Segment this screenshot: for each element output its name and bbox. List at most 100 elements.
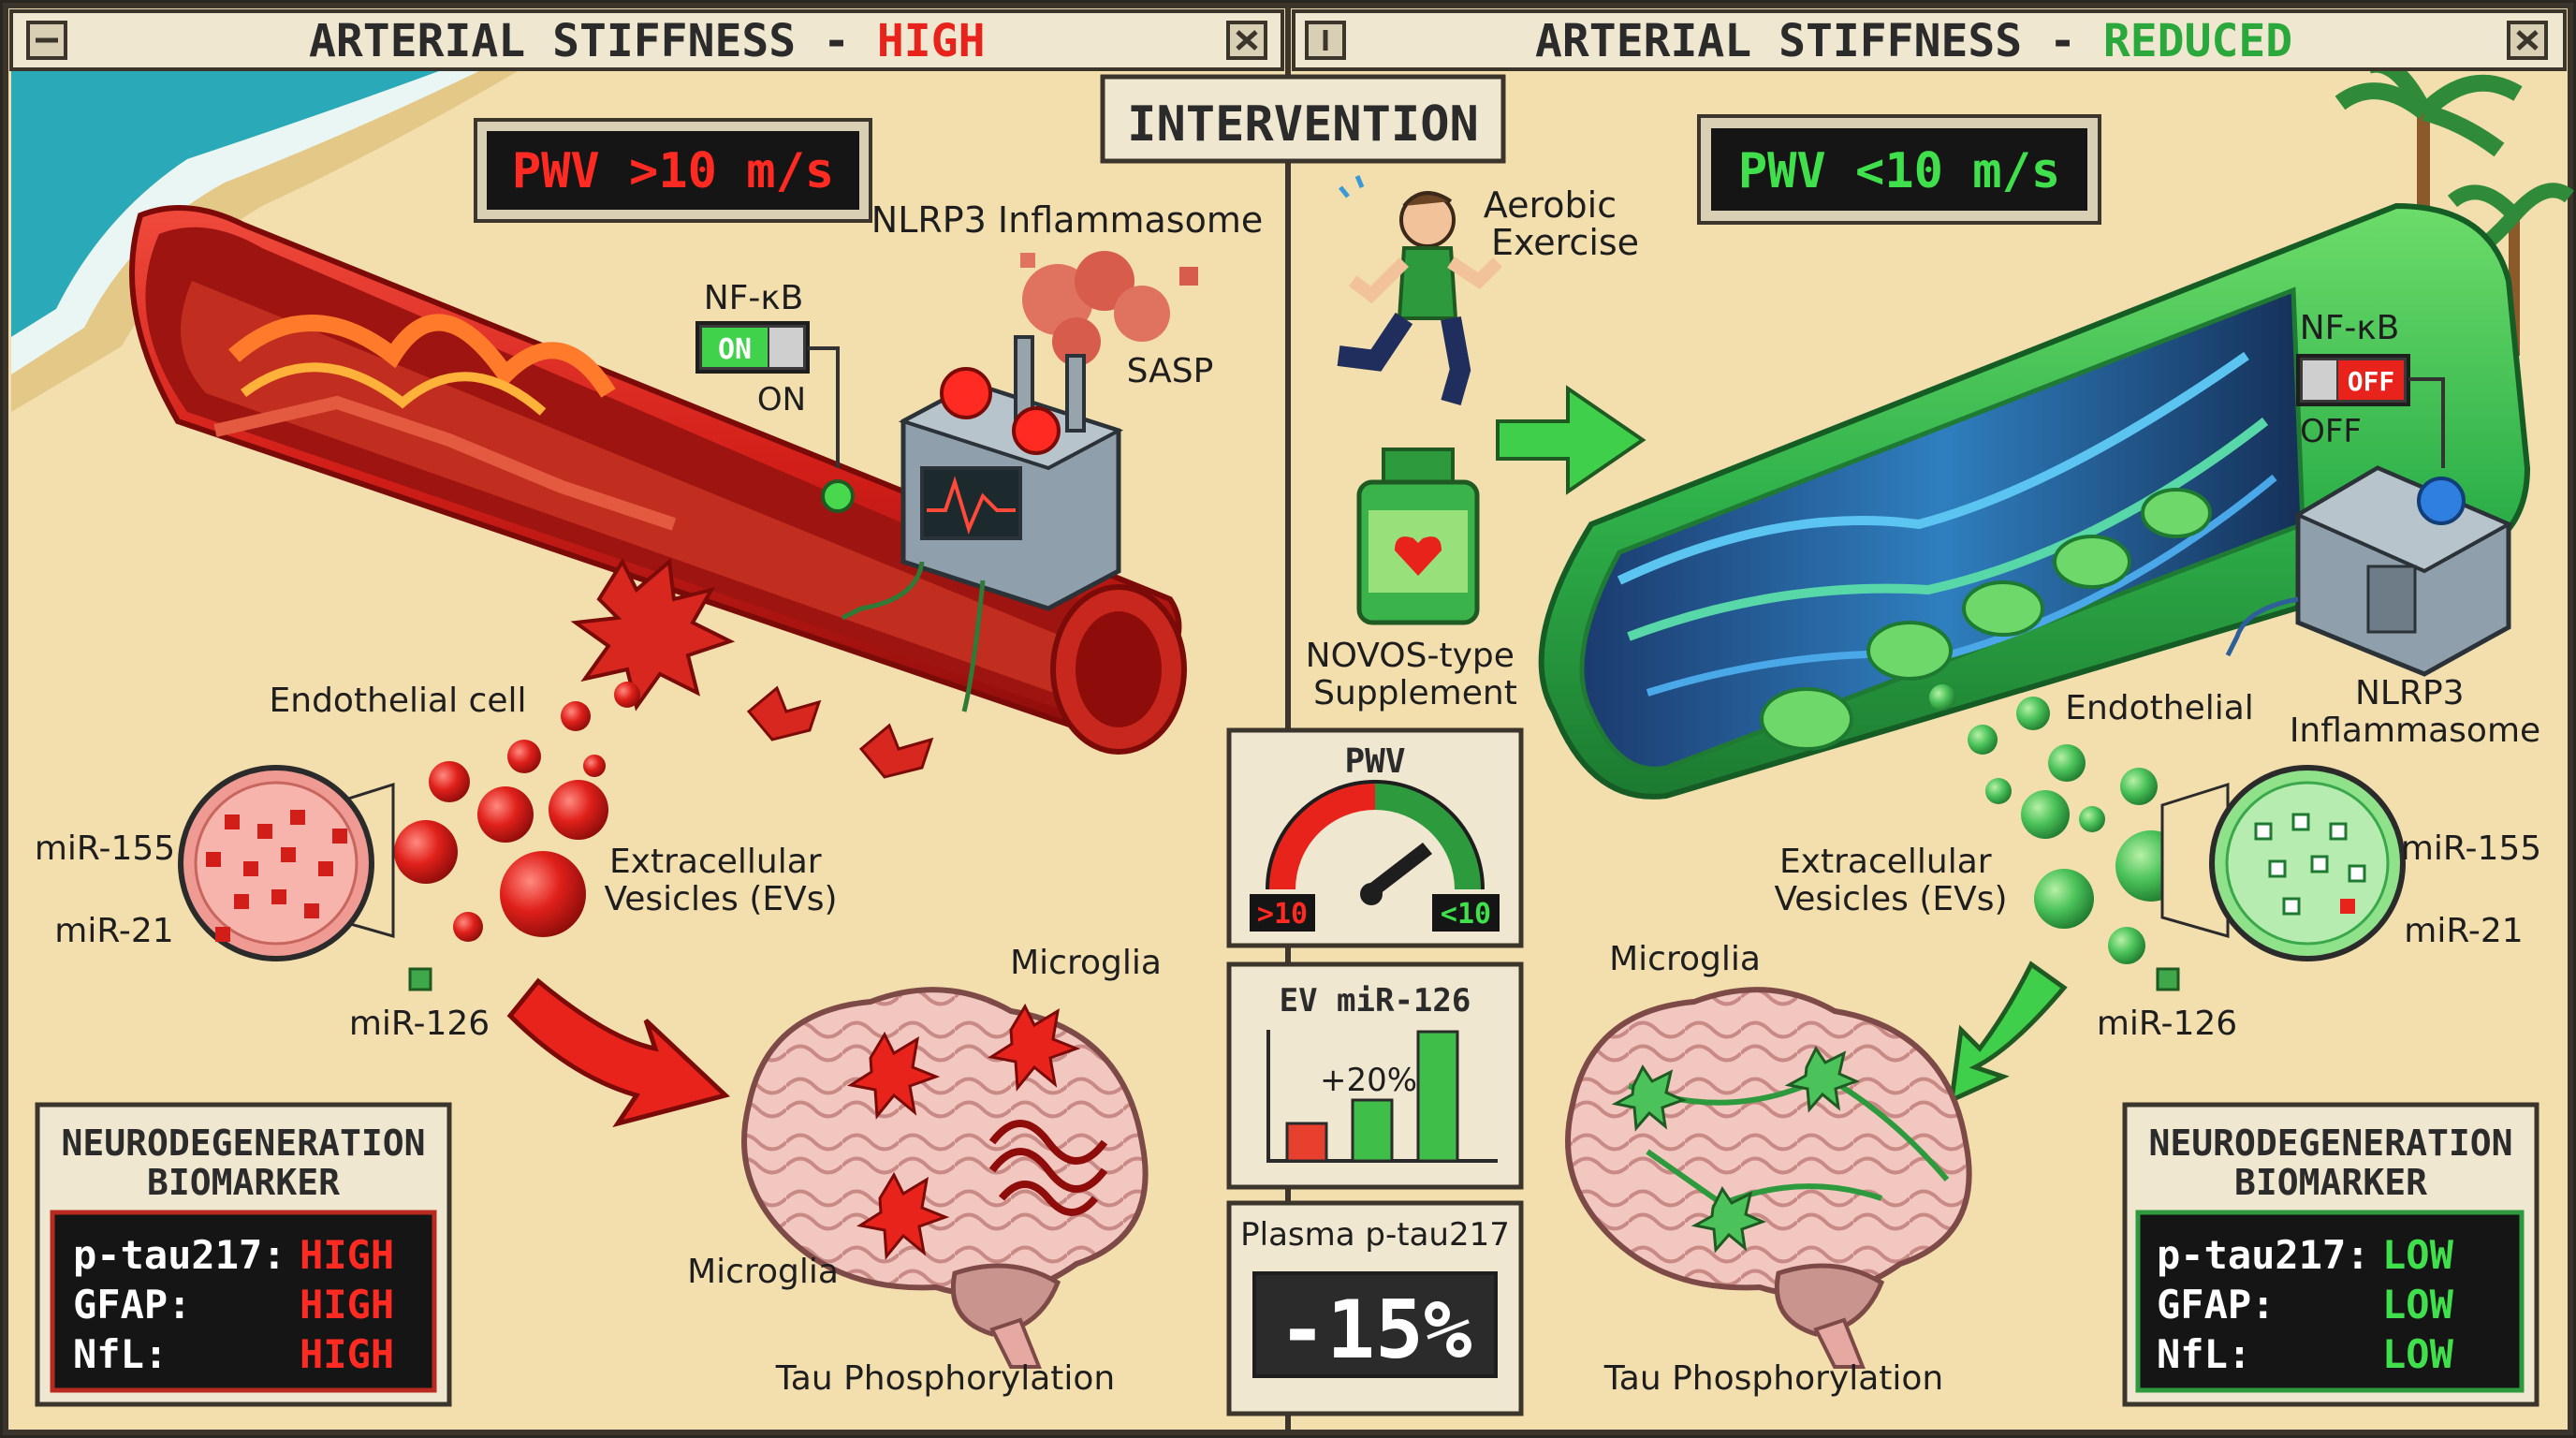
left-microglia-top-label: Microglia (1010, 944, 1162, 982)
exercise-label: Aerobic Exercise (1484, 184, 1639, 263)
left-title-prefix: ARTERIAL STIFFNESS - (309, 15, 877, 67)
inflammasome-machine-icon (2293, 465, 2513, 677)
ev-bar-mid (1351, 1098, 1394, 1163)
supplement-bottle-icon (1356, 448, 1480, 625)
right-biomarker-row-value: LOW (2382, 1282, 2454, 1328)
runner-icon (1337, 175, 1502, 406)
left-tau-label: Tau Phosphorylation (775, 1359, 1115, 1398)
stiff-artery (129, 205, 1187, 779)
right-endothelial-label: Endothelial (2065, 689, 2254, 727)
close-icon[interactable] (2507, 21, 2548, 60)
right-biomarker-row-value: LOW (2382, 1331, 2454, 1377)
plasma-title: Plasma p-tau217 (1240, 1216, 1510, 1254)
left-biomarker-row-value: HIGH (300, 1232, 394, 1278)
left-evs-label: Extracellular Vesicles (EVs) (604, 843, 837, 918)
inflammasome-machine-icon (898, 335, 1124, 611)
right-mir155-label: miR-155 (2401, 829, 2541, 868)
gauge-needle-icon (1362, 843, 1432, 901)
right-biomarker-title-1: NEURODEGENERATION (2149, 1123, 2513, 1164)
left-nfkb-label: NF-κB (704, 279, 804, 317)
right-pwv-value: PWV <10 m/s (1738, 143, 2060, 199)
intervention-arrow-icon (1496, 385, 1647, 495)
palm-tree-icon (2334, 55, 2523, 234)
left-mir21-label: miR-21 (54, 912, 173, 950)
left-mirna-magnifier (178, 765, 395, 961)
right-tau-label: Tau Phosphorylation (1603, 1359, 1943, 1398)
left-mir126-label: miR-126 (349, 1005, 490, 1043)
left-biomarker-title-1: NEURODEGENERATION (62, 1123, 426, 1164)
left-nfkb-toggle[interactable]: ON (695, 321, 810, 374)
left-nlrp3-label: NLRP3 Inflammasome (871, 199, 1263, 241)
right-biomarker-row-name: GFAP: (2157, 1282, 2275, 1328)
left-nfkb-toggle-text: ON (718, 333, 752, 366)
right-evs-label: Extracellular Vesicles (EVs) (1774, 843, 2007, 918)
left-sasp-label: SASP (1127, 352, 1214, 390)
ev-bar-high (1416, 1030, 1459, 1163)
right-nfkb-state: OFF (2300, 413, 2362, 450)
right-biomarker-row-name: p-tau217: (2157, 1232, 2370, 1278)
svg-text:ARTERIAL STIFFNESS - REDUCED: ARTERIAL STIFFNESS - REDUCED (1535, 15, 2292, 67)
left-biomarker-title-2: BIOMARKER (147, 1162, 340, 1203)
left-title-state: HIGH (877, 15, 986, 67)
wet-sand (11, 67, 524, 412)
left-mir155-label: miR-155 (35, 829, 175, 868)
right-panel: ARTERIAL STIFFNESS - REDUCED PWV <10 m/s… (1285, 3, 2574, 1435)
plasma-value: -15% (1278, 1284, 1471, 1377)
right-nfkb-label: NF-κB (2300, 309, 2400, 347)
ev-chart-card: EV miR-126 +20% (1226, 961, 1524, 1190)
left-endothelial-label: Endothelial cell (270, 682, 527, 720)
pwv-gauge-title: PWV (1344, 742, 1405, 781)
sea-water (11, 67, 449, 337)
right-title-prefix: ARTERIAL STIFFNESS - (1535, 15, 2103, 67)
right-biomarker-row-name: NfL: (2157, 1331, 2251, 1377)
left-biomarker-row-value: HIGH (300, 1331, 394, 1377)
gauge-high-label: <10 (1441, 898, 1491, 931)
left-biomarker-row-name: NfL: (73, 1331, 168, 1377)
ev-bar-baseline (1285, 1122, 1328, 1163)
mir126-marker-icon (2156, 967, 2180, 991)
intervention-banner (1100, 74, 1506, 164)
right-title-state: REDUCED (2103, 15, 2292, 67)
left-ev-particles (394, 682, 640, 942)
sea-foam (11, 67, 487, 374)
sasp-cloud-icon (1020, 251, 1198, 366)
right-nlrp3-label: NLRP3 Inflammasome (2290, 674, 2540, 750)
left-title-bar (9, 9, 1284, 71)
supplement-label: NOVOS-type Supplement (1306, 637, 1526, 712)
left-biomarker-row-name: p-tau217: (73, 1232, 286, 1278)
right-mir126-label: miR-126 (2097, 1005, 2237, 1043)
ev-chart-title: EV miR-126 (1280, 982, 1471, 1020)
mir126-marker-icon (408, 967, 432, 991)
plasma-card: Plasma p-tau217 -15% (1226, 1200, 1524, 1416)
right-mir21-label: miR-21 (2404, 912, 2523, 950)
left-pwv-value: PWV >10 m/s (512, 143, 834, 199)
pwv-gauge-card: PWV >10 <10 (1226, 727, 1524, 948)
left-biomarker-panel: NEURODEGENERATION BIOMARKER p-tau217: HI… (35, 1102, 452, 1407)
left-microglia-bottom-label: Microglia (687, 1253, 839, 1291)
svg-text:ARTERIAL STIFFNESS - HIGH: ARTERIAL STIFFNESS - HIGH (309, 15, 985, 67)
healthy-brain (1565, 987, 1972, 1369)
right-microglia-label: Microglia (1609, 940, 1761, 978)
endothelial-cell-damaged (570, 557, 736, 712)
right-arrow-icon (1948, 961, 2068, 1105)
right-biomarker-title-2: BIOMARKER (2234, 1162, 2427, 1203)
gauge-low-label: >10 (1257, 898, 1308, 931)
healthy-artery (1538, 202, 2531, 800)
intervention-label: INTERVENTION (1127, 96, 1479, 153)
left-arrow-icon (506, 977, 731, 1128)
inflamed-brain (741, 987, 1149, 1369)
right-biomarker-row-value: LOW (2382, 1232, 2454, 1278)
right-mirna-magnifier (2160, 765, 2406, 961)
left-biomarker-row-name: GFAP: (73, 1282, 191, 1328)
ev-chart-annotation: +20% (1320, 1062, 1417, 1099)
left-panel: ARTERIAL STIFFNESS - HIGH PWV >10 m/s NF… (3, 3, 1291, 1435)
left-nfkb-state: ON (757, 381, 806, 418)
right-nfkb-toggle-text: OFF (2348, 366, 2395, 397)
signal-node-icon (821, 479, 855, 513)
right-biomarker-panel: NEURODEGENERATION BIOMARKER p-tau217: LO… (2122, 1102, 2539, 1407)
right-title-bar (1292, 9, 2567, 71)
left-biomarker-row-value: HIGH (300, 1282, 394, 1328)
right-nfkb-toggle[interactable]: OFF (2296, 354, 2410, 406)
center-column: INTERVENTION PWV >10 <10 EV miR-126 +20% (1100, 74, 1524, 1432)
